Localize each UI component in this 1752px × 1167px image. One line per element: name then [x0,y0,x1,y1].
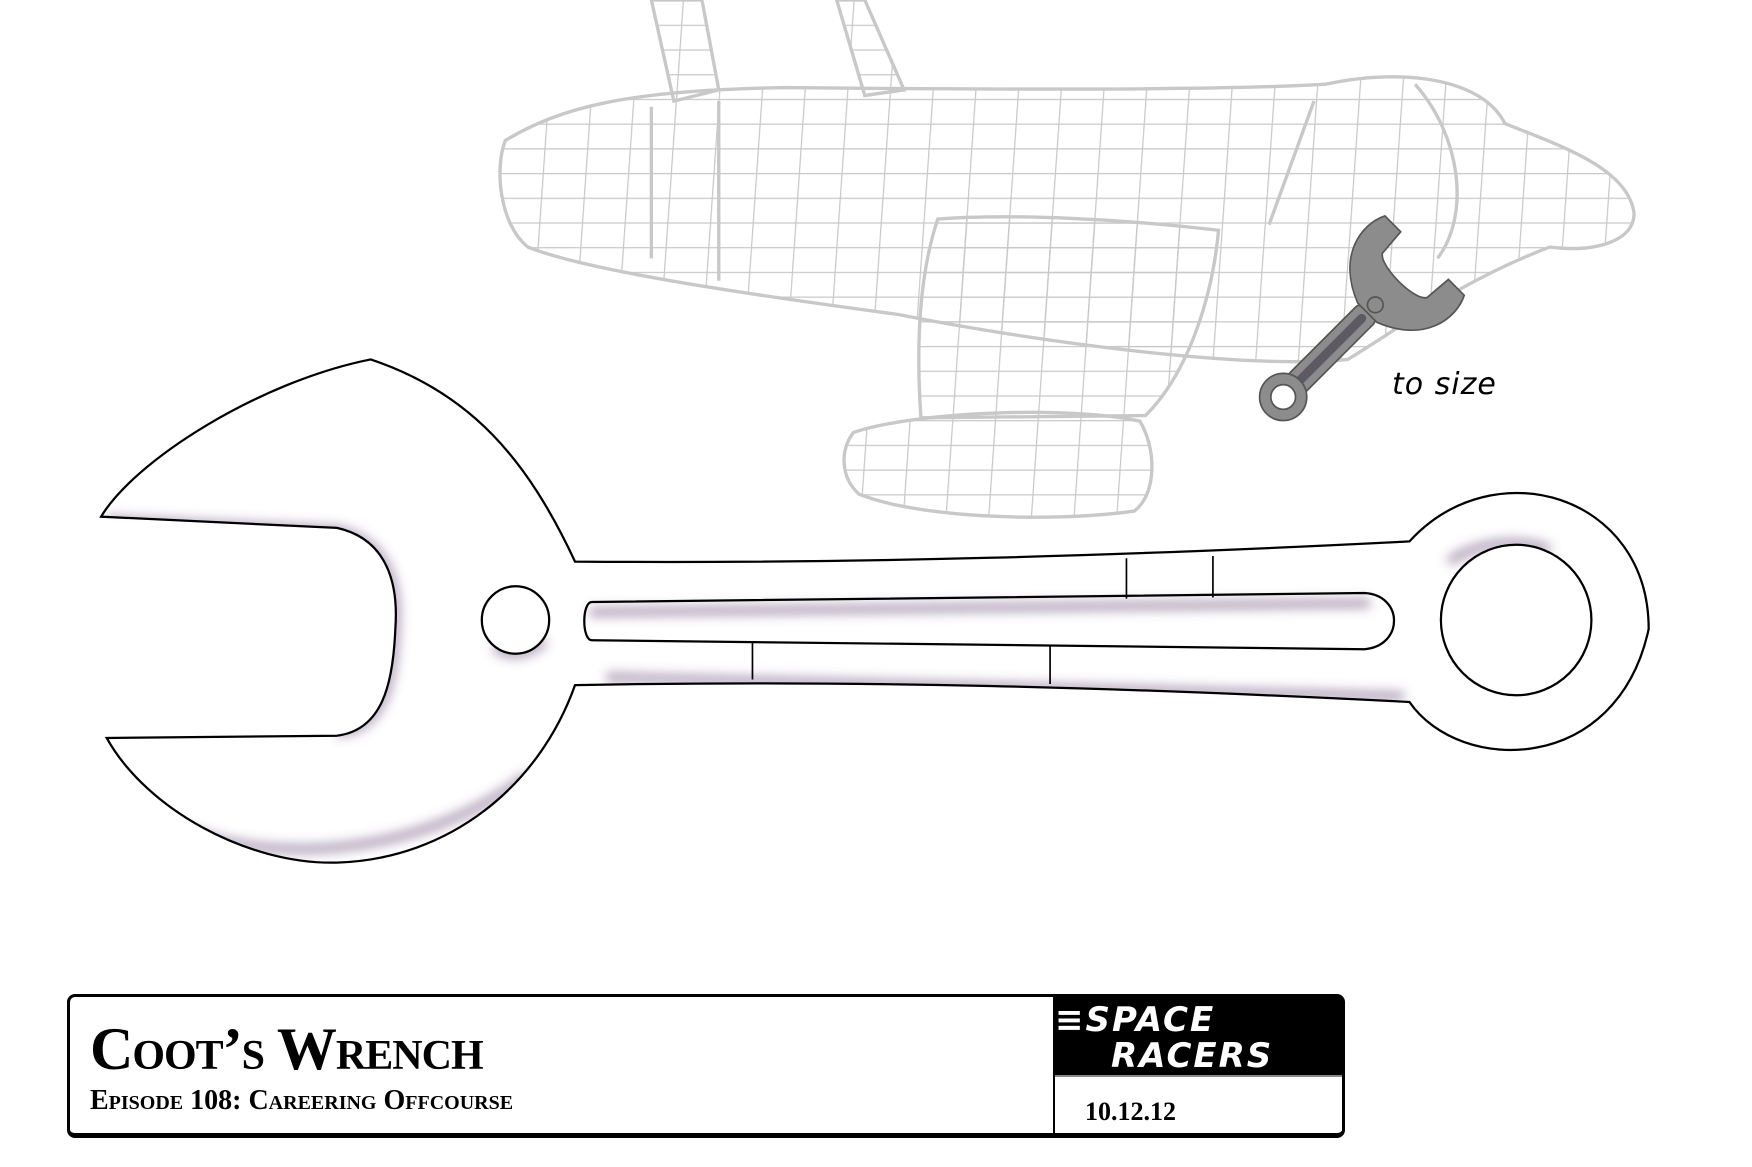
wrench-side-view [99,358,1650,864]
engine-pod [842,410,1154,519]
logo-line-2: RACERS [1111,1036,1274,1076]
tail-fin [649,0,721,104]
ring-hole [1439,543,1593,697]
logo-line-1: ≡SPACE [1055,1000,1216,1040]
handle-slot [583,591,1396,651]
episode-subtitle: Episode 108: Careering Offcourse [90,1085,514,1116]
title-panel: Coot’s Wrench Episode 108: Careering Off… [70,997,1055,1133]
to-size-annotation: to size [1392,367,1497,402]
small-wrench-reference [1258,214,1466,422]
wing-pylon [917,215,1221,420]
tail-fin-rear [834,0,907,98]
date-label: 10.12.12 [1085,1097,1176,1126]
airplane-wireframe [498,0,1636,519]
title-block: Coot’s Wrench Episode 108: Careering Off… [67,994,1345,1138]
page-title: Coot’s Wrench [90,1016,484,1082]
space-racers-logo: ≡SPACE RACERS [1055,997,1342,1077]
pivot-hole [480,585,551,655]
